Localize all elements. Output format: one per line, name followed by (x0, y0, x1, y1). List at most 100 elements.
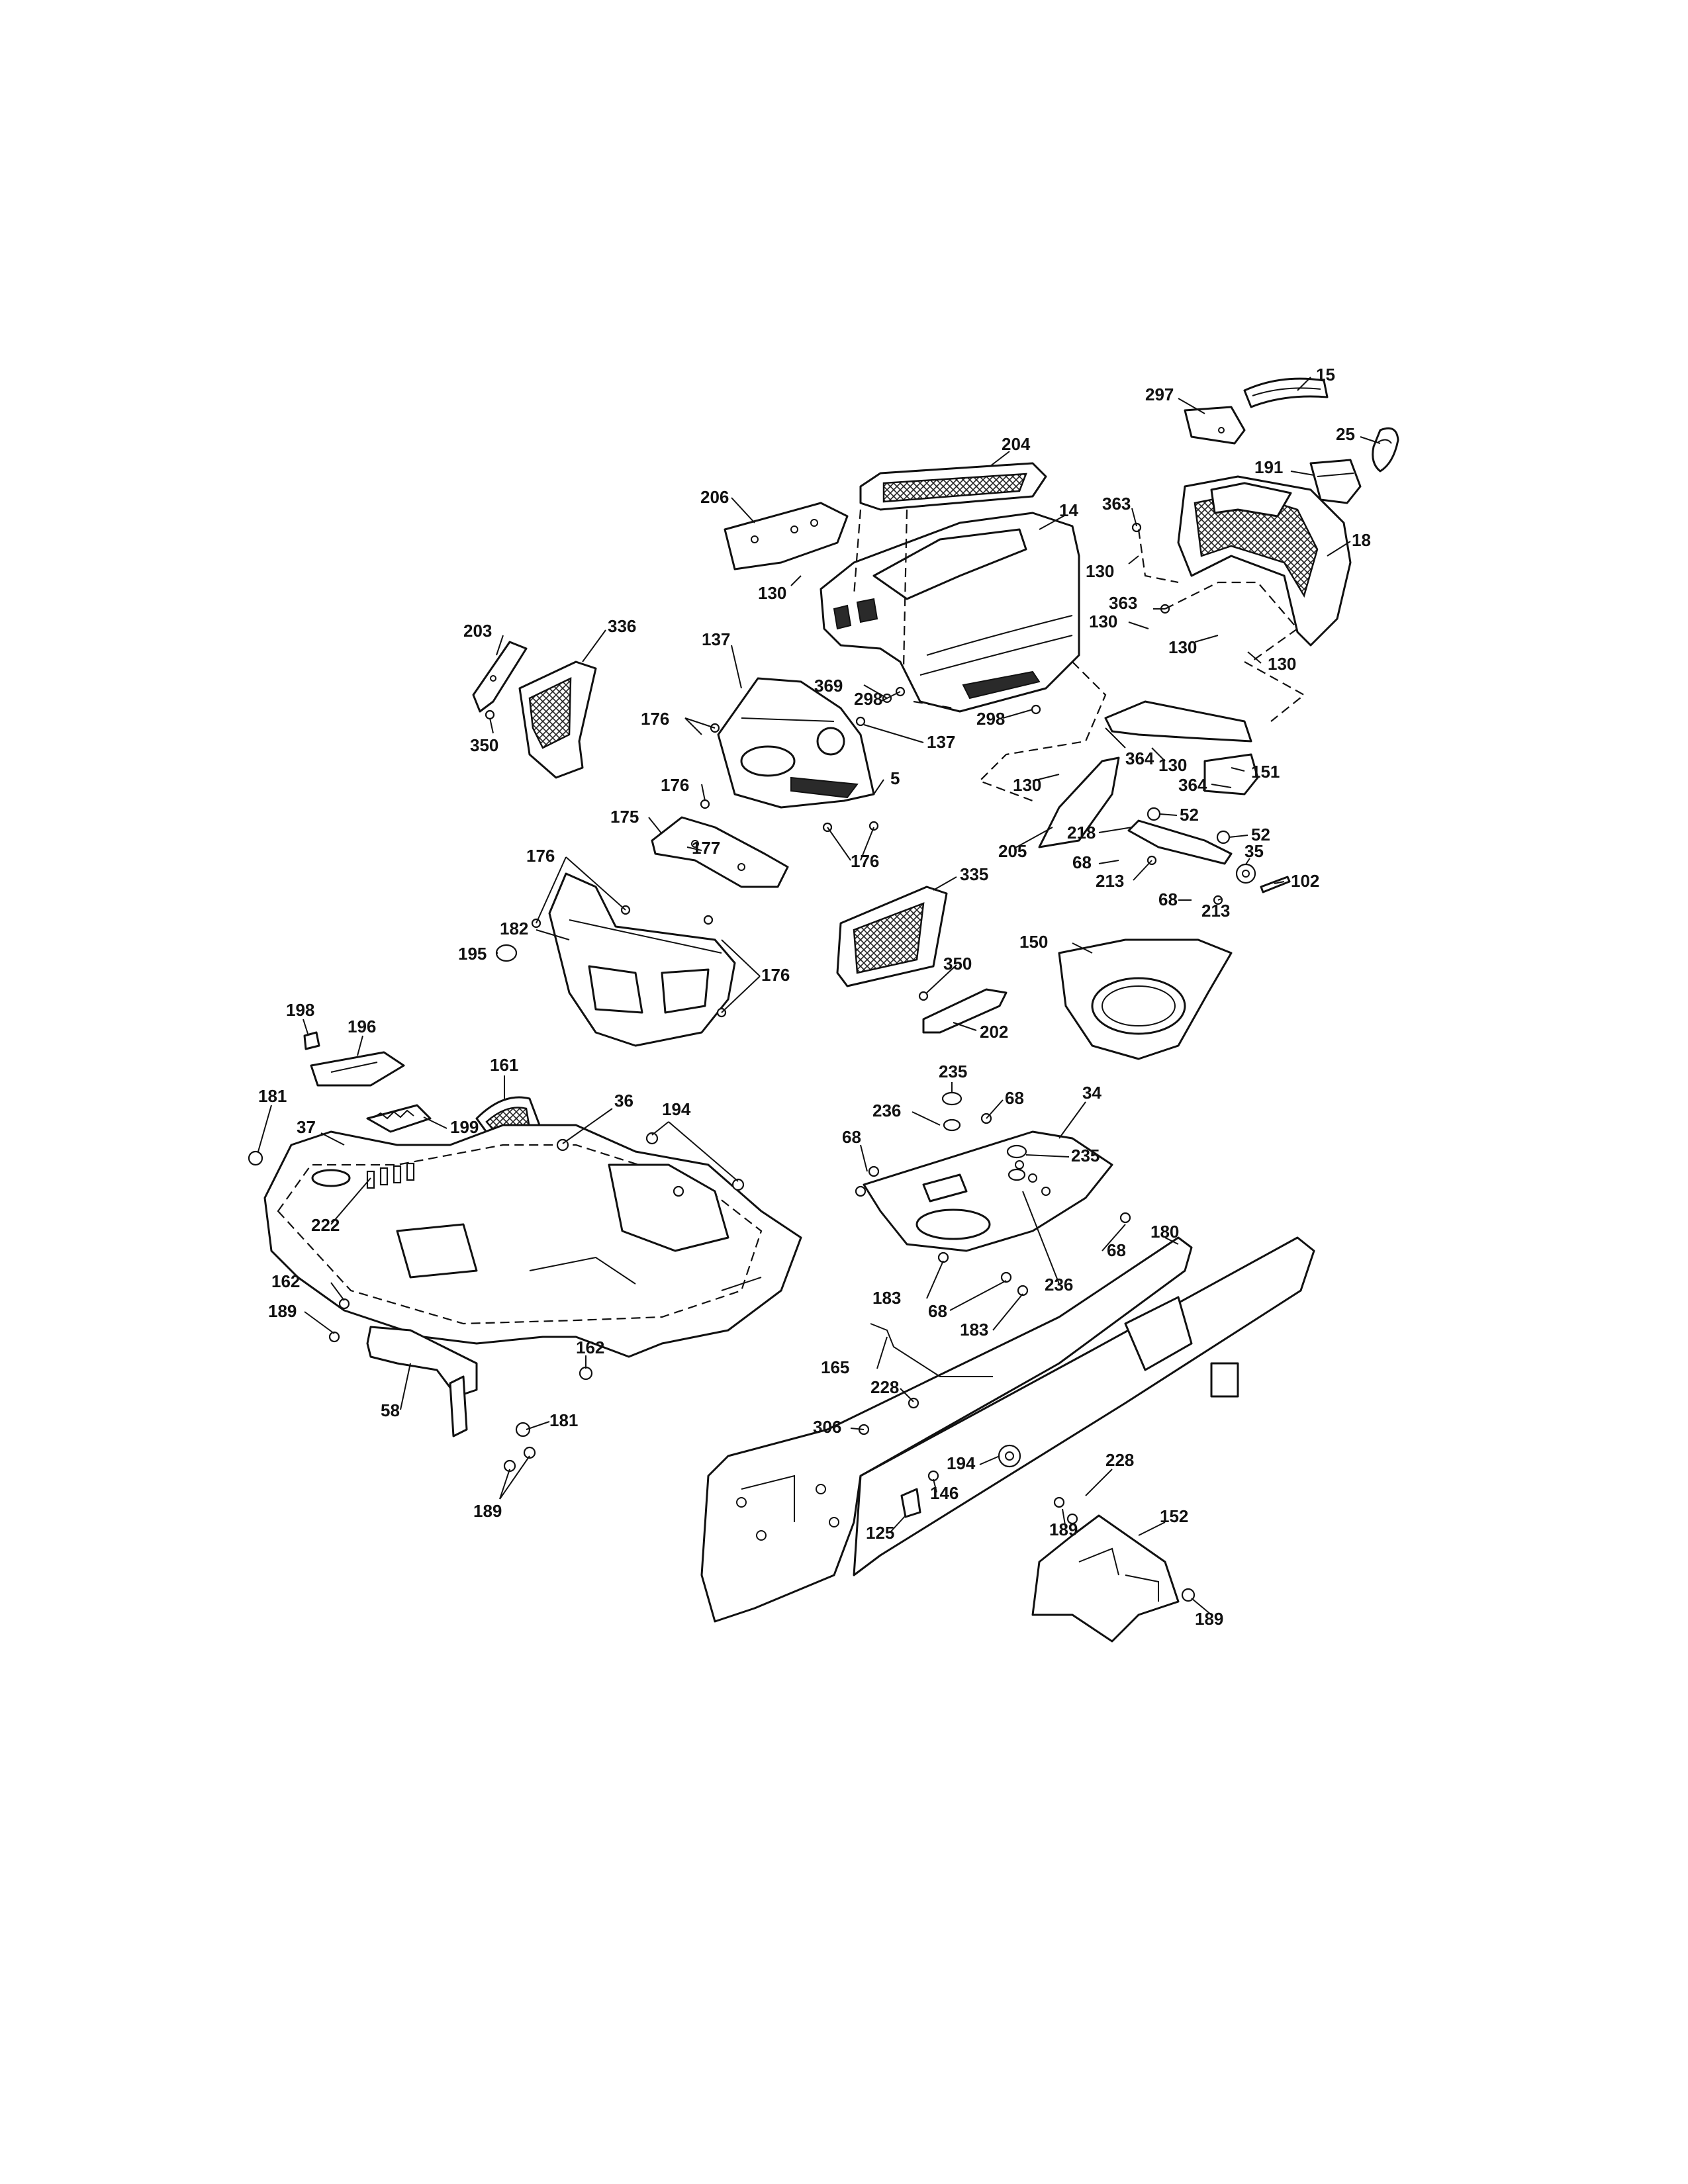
callout-181: 181 (258, 1086, 287, 1106)
callout-176: 176 (526, 846, 555, 866)
part-37-fender (263, 1124, 802, 1358)
part-5-dash (717, 677, 875, 809)
callout-34: 34 (1082, 1083, 1102, 1103)
callout-222: 222 (311, 1215, 340, 1235)
callout-68: 68 (1158, 889, 1178, 909)
callout-202: 202 (980, 1022, 1008, 1042)
callout-102: 102 (1291, 871, 1319, 891)
callout-137: 137 (702, 629, 730, 649)
callout-298: 298 (854, 689, 882, 709)
callout-176: 176 (851, 851, 879, 871)
part-204-grille (859, 462, 1047, 511)
callout-25: 25 (1336, 424, 1355, 444)
callout-236: 236 (1045, 1275, 1073, 1295)
callout-198: 198 (286, 1000, 314, 1020)
callout-15: 15 (1316, 365, 1335, 385)
callout-213: 213 (1201, 901, 1230, 921)
callout-189: 189 (268, 1301, 297, 1321)
leader-lines (258, 377, 1381, 1615)
callout-176: 176 (641, 709, 669, 729)
callout-176: 176 (761, 965, 790, 985)
part-175-bracket (651, 816, 789, 888)
callout-213: 213 (1096, 871, 1124, 891)
callout-58: 58 (381, 1400, 400, 1420)
callout-199: 199 (450, 1117, 479, 1137)
callout-205: 205 (998, 841, 1027, 861)
callout-297: 297 (1145, 385, 1174, 404)
callout-35: 35 (1244, 841, 1264, 861)
callout-191: 191 (1254, 457, 1283, 477)
callout-68: 68 (1005, 1088, 1024, 1108)
callout-177: 177 (692, 838, 720, 858)
callout-37: 37 (297, 1117, 316, 1137)
callout-306: 306 (813, 1417, 841, 1437)
callout-150: 150 (1019, 932, 1048, 952)
callout-195: 195 (458, 944, 487, 964)
callout-146: 146 (930, 1483, 959, 1503)
callout-196: 196 (348, 1017, 376, 1036)
callout-175: 175 (610, 807, 639, 827)
callout-350: 350 (943, 954, 972, 974)
callout-364: 364 (1178, 775, 1207, 795)
callout-369: 369 (814, 676, 843, 696)
callout-228: 228 (870, 1377, 899, 1397)
part-18-front-grille (1177, 475, 1352, 647)
part-202-trim (922, 988, 1008, 1034)
part-152-cover (1031, 1514, 1180, 1643)
part-199-plate (366, 1104, 432, 1133)
callout-298: 298 (976, 709, 1005, 729)
part-102-pin (1260, 876, 1291, 893)
callout-130: 130 (1158, 755, 1187, 775)
part-194-nut (998, 1444, 1021, 1468)
part-15-badge (1243, 377, 1329, 408)
callout-235: 235 (1071, 1146, 1100, 1165)
callout-130: 130 (1168, 637, 1197, 657)
callout-52: 52 (1251, 825, 1270, 844)
callout-162: 162 (576, 1338, 604, 1357)
callout-68: 68 (1072, 852, 1092, 872)
part-191-lens (1309, 459, 1362, 504)
part-165-rod (870, 1323, 993, 1377)
callout-36: 36 (614, 1091, 633, 1111)
part-203-hinge (472, 641, 528, 713)
callout-189: 189 (1195, 1609, 1223, 1629)
callout-181: 181 (549, 1410, 578, 1430)
callout-68: 68 (1107, 1240, 1126, 1260)
part-58-bracket (366, 1326, 478, 1437)
callout-151: 151 (1251, 762, 1280, 782)
callout-336: 336 (608, 616, 636, 636)
assembly-dashed-lines (853, 509, 1305, 802)
part-198-clip (303, 1031, 320, 1050)
callout-350: 350 (470, 735, 498, 755)
part-218-bracket (1127, 807, 1233, 865)
callout-18: 18 (1352, 530, 1371, 550)
callout-235: 235 (939, 1062, 967, 1081)
part-297-cap (1184, 406, 1246, 445)
callout-5: 5 (890, 768, 900, 788)
callout-130: 130 (1089, 612, 1117, 631)
part-196-knob (310, 1051, 405, 1087)
callout-189: 189 (1049, 1520, 1078, 1539)
callout-363: 363 (1109, 593, 1137, 613)
callout-labels: 15 297 25 204 191 206 363 14 18 130 130 … (258, 365, 1371, 1629)
part-206-bracket (724, 502, 849, 570)
callout-335: 335 (960, 864, 988, 884)
part-151-bracket (1104, 700, 1259, 796)
part-180-frame (700, 1236, 1315, 1623)
callout-236: 236 (872, 1101, 901, 1120)
callout-68: 68 (842, 1127, 861, 1147)
part-150-shroud (1058, 938, 1233, 1060)
callout-161: 161 (490, 1055, 518, 1075)
callout-14: 14 (1059, 500, 1078, 520)
part-235-mount (941, 1091, 1027, 1181)
callout-203: 203 (463, 621, 492, 641)
part-195-plug (495, 944, 518, 962)
callout-194: 194 (662, 1099, 691, 1119)
part-182-dash-housing (548, 872, 736, 1047)
callout-183: 183 (872, 1288, 901, 1308)
callout-130: 130 (1268, 654, 1296, 674)
callout-130: 130 (1013, 775, 1041, 795)
callout-176: 176 (661, 775, 689, 795)
callout-189: 189 (473, 1501, 502, 1521)
